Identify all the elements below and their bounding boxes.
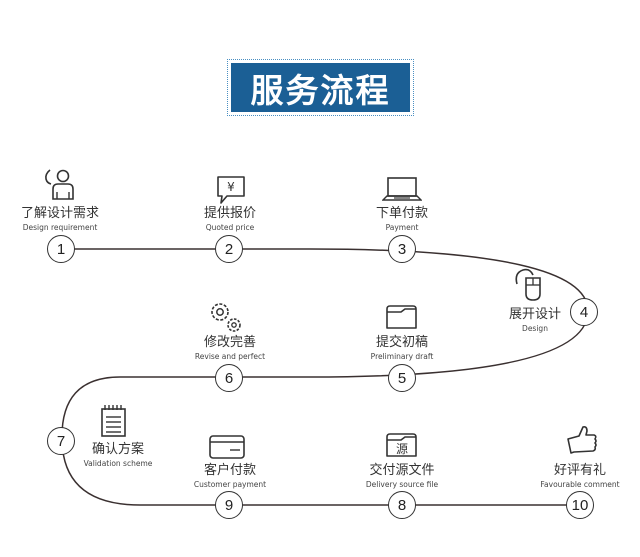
step-title-en: Quoted price	[205, 223, 255, 232]
step-title-zh: 交付源文件	[369, 463, 435, 478]
step-title-zh: 提供报价	[203, 206, 256, 221]
step-title-en: Design requirement	[22, 223, 98, 232]
step-title-zh: 好评有礼	[553, 463, 606, 478]
step-number-1: 1	[47, 235, 75, 263]
step-title-en: Design	[522, 324, 548, 333]
step-9-label: 客户付款 Customer payment	[180, 463, 280, 490]
step-title-zh: 确认方案	[91, 442, 144, 457]
step-number-2: 2	[215, 235, 243, 263]
person-phone-icon	[45, 169, 74, 200]
step-title-en: Delivery source file	[365, 480, 439, 489]
step-3-label: 下单付款 Payment	[352, 206, 452, 233]
source-folder-label: 源	[395, 442, 408, 456]
svg-text:¥: ¥	[227, 180, 235, 194]
laptop-icon	[382, 177, 422, 201]
step-number-6: 6	[215, 364, 243, 392]
credit-card-icon	[209, 435, 245, 459]
step-title-zh: 了解设计需求	[20, 206, 99, 221]
step-number-5: 5	[388, 364, 416, 392]
connector-line	[61, 248, 589, 506]
step-title-zh: 提交初稿	[375, 335, 428, 350]
step-title-en: Payment	[385, 223, 419, 232]
step-6-label: 修改完善 Revise and perfect	[180, 335, 280, 362]
step-10-label: 好评有礼 Favourable comment	[530, 463, 630, 490]
step-number-9: 9	[215, 491, 243, 519]
mouse-icon	[515, 268, 541, 301]
source-folder-icon	[386, 433, 417, 457]
step-2-label: 提供报价 Quoted price	[180, 206, 280, 233]
notepad-icon	[101, 405, 126, 437]
step-title-en: Preliminary draft	[370, 352, 434, 361]
step-1-label: 了解设计需求 Design requirement	[10, 206, 110, 233]
step-7-label: 确认方案 Validation scheme	[68, 442, 168, 469]
step-number-3: 3	[388, 235, 416, 263]
step-number-4: 4	[570, 298, 598, 326]
step-title-en: Customer payment	[193, 480, 267, 489]
step-title-en: Validation scheme	[83, 459, 153, 468]
folder-icon	[386, 305, 417, 329]
step-number-7: 7	[47, 427, 75, 455]
step-title-zh: 展开设计	[508, 307, 561, 322]
step-5-label: 提交初稿 Preliminary draft	[352, 335, 452, 362]
yen-chat-icon: ¥	[217, 176, 245, 204]
gears-icon	[211, 303, 241, 332]
step-4-label: 展开设计 Design	[500, 307, 570, 334]
step-title-zh: 下单付款	[375, 206, 428, 221]
step-title-zh: 客户付款	[203, 463, 256, 478]
thumbs-up-icon	[567, 426, 597, 454]
step-number-10: 10	[566, 491, 594, 519]
page-title: 服务流程	[231, 63, 410, 112]
step-title-en: Revise and perfect	[194, 352, 266, 361]
step-number-8: 8	[388, 491, 416, 519]
step-title-en: Favourable comment	[540, 480, 620, 489]
step-title-zh: 修改完善	[203, 335, 256, 350]
title-banner: 服务流程	[227, 59, 414, 116]
step-8-label: 交付源文件 Delivery source file	[352, 463, 452, 490]
